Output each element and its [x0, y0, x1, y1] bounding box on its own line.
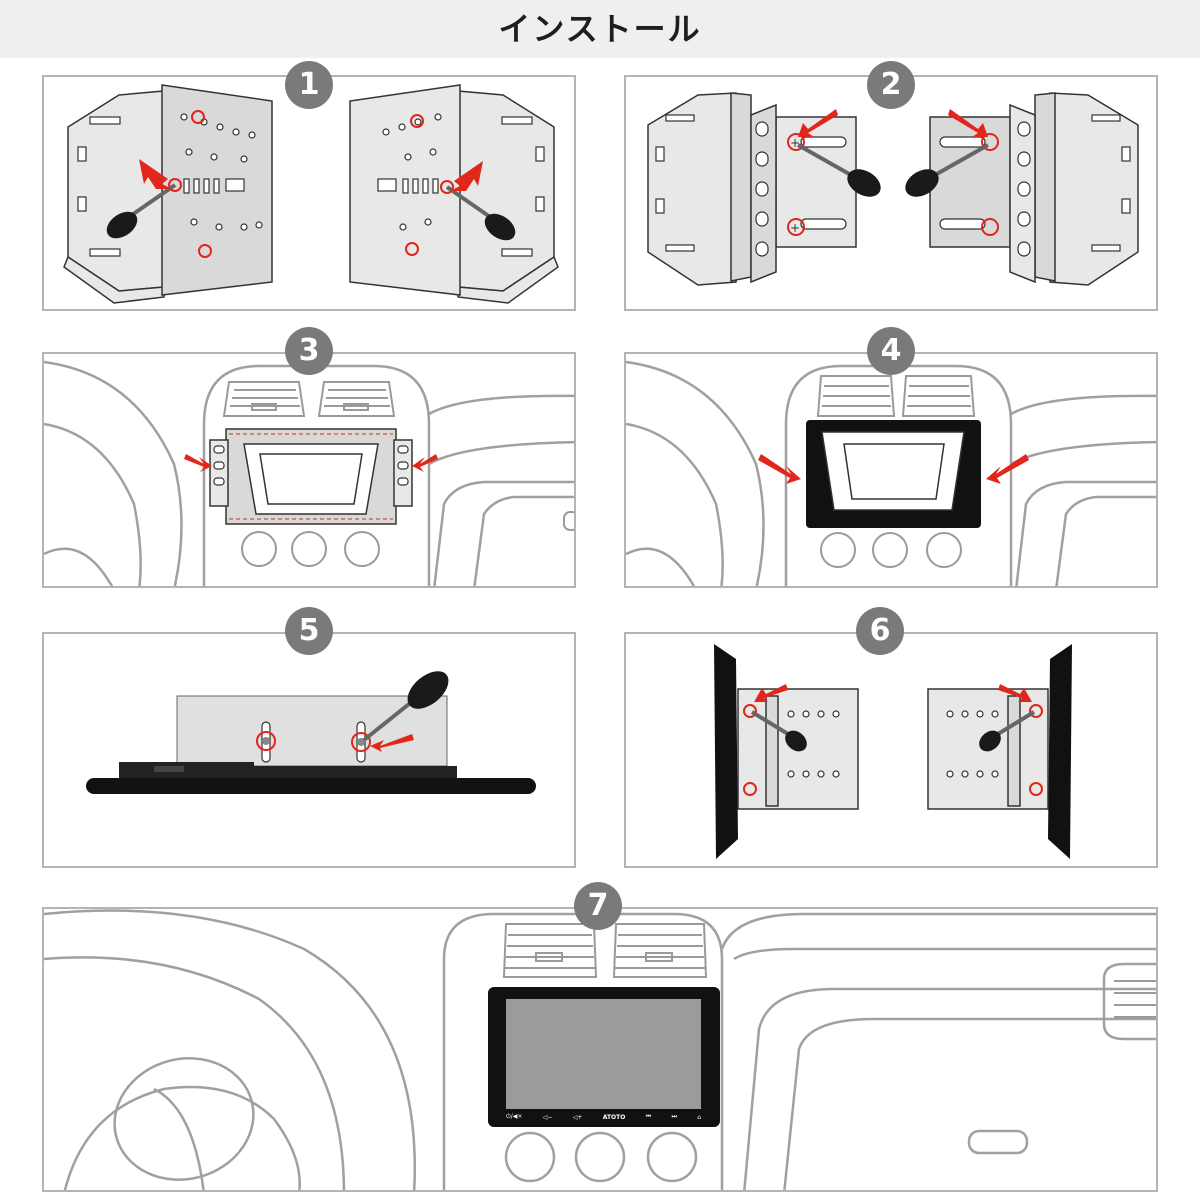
step-3-badge: 3 [285, 327, 333, 375]
side-air-vent [1102, 962, 1156, 1041]
brand-label: ATOTO [602, 1113, 626, 1121]
red-arrow-icon [986, 454, 1029, 484]
volume-down-button[interactable]: ◁− [542, 1113, 553, 1121]
step-1-panel [42, 75, 576, 311]
red-arrow-icon [370, 734, 414, 752]
air-vent [502, 923, 598, 978]
screwdriver-icon [905, 143, 989, 197]
page-title: インストール [498, 10, 702, 48]
right-mounting-cage [457, 90, 559, 304]
volume-up-button[interactable]: ◁+ [572, 1113, 583, 1121]
red-arrow-icon [998, 684, 1032, 702]
step-1-badge: 1 [285, 61, 333, 109]
step-4-panel [624, 352, 1158, 588]
power-mute-button[interactable]: ⏻/◀× [506, 1113, 523, 1120]
control-knobs [820, 532, 962, 568]
adapter-bracket [929, 103, 1036, 284]
home-button[interactable]: ⌂ [697, 1113, 701, 1121]
control-knobs [241, 531, 380, 567]
right-mounting-cage [1034, 92, 1139, 286]
step-5-badge: 5 [285, 607, 333, 655]
screwdriver-icon [797, 143, 881, 197]
step-6-panel [624, 632, 1158, 868]
step-2-panel: + + [624, 75, 1158, 311]
header-bar: インストール [0, 0, 1200, 58]
red-arrow-icon [184, 454, 212, 472]
step-3-panel [42, 352, 576, 588]
step-7-illustration [44, 909, 1156, 1190]
svg-text:+: + [790, 221, 800, 235]
air-vent [317, 381, 396, 417]
step-7-panel: ⏻/◀× ◁− ◁+ ATOTO ⏮ ⏭ ⌂ [42, 907, 1158, 1192]
head-unit [488, 987, 720, 1127]
screwdriver-icon [979, 710, 1036, 752]
step-5-panel [42, 632, 576, 868]
head-unit-screen [86, 762, 536, 794]
step-6-illustration [714, 644, 1072, 859]
red-arrow-icon [412, 454, 438, 472]
step-4-badge: 4 [867, 327, 915, 375]
red-arrow-icon [948, 109, 988, 137]
svg-text:+: + [790, 136, 800, 150]
step-4-illustration [626, 360, 1156, 586]
step-2-badge: 2 [867, 61, 915, 109]
adapter-bracket: + + [750, 103, 857, 284]
left-side-plate [161, 84, 273, 296]
screwdriver-icon [750, 710, 807, 752]
previous-track-button[interactable]: ⏮ [645, 1113, 652, 1120]
step-2-illustration: + + [647, 92, 1139, 286]
step-1-illustration [63, 84, 559, 304]
screwdriver-icon [106, 183, 177, 239]
air-vent [816, 375, 896, 417]
step-5-illustration [86, 671, 536, 794]
air-vent [612, 923, 708, 978]
screwdriver-icon [362, 671, 449, 742]
red-arrow-icon [754, 684, 788, 702]
step-7-badge: 7 [574, 882, 622, 930]
red-arrow-icon [450, 161, 483, 191]
red-arrow-icon [758, 454, 801, 484]
control-knobs [504, 1131, 698, 1183]
red-arrow-icon [798, 109, 838, 137]
head-unit-button-bar: ⏻/◀× ◁− ◁+ ATOTO ⏮ ⏭ ⌂ [506, 1111, 701, 1123]
left-mounting-cage [647, 92, 752, 286]
trim-bezel [806, 420, 981, 528]
step-6-badge: 6 [856, 607, 904, 655]
dashboard-outline [44, 360, 574, 586]
air-vent [901, 375, 976, 417]
next-track-button[interactable]: ⏭ [671, 1113, 677, 1120]
mounting-frame [209, 428, 413, 525]
left-screen-side [714, 644, 738, 859]
step-3-illustration [44, 360, 574, 586]
steering-wheel [44, 909, 416, 1190]
dashboard-outline [720, 912, 1156, 1190]
screwdriver-icon [445, 185, 516, 241]
right-side-plate [349, 84, 461, 296]
red-arrow-icon [139, 159, 172, 189]
right-screen-side [1048, 644, 1072, 859]
air-vent [222, 381, 306, 417]
left-mounting-cage [63, 90, 165, 304]
